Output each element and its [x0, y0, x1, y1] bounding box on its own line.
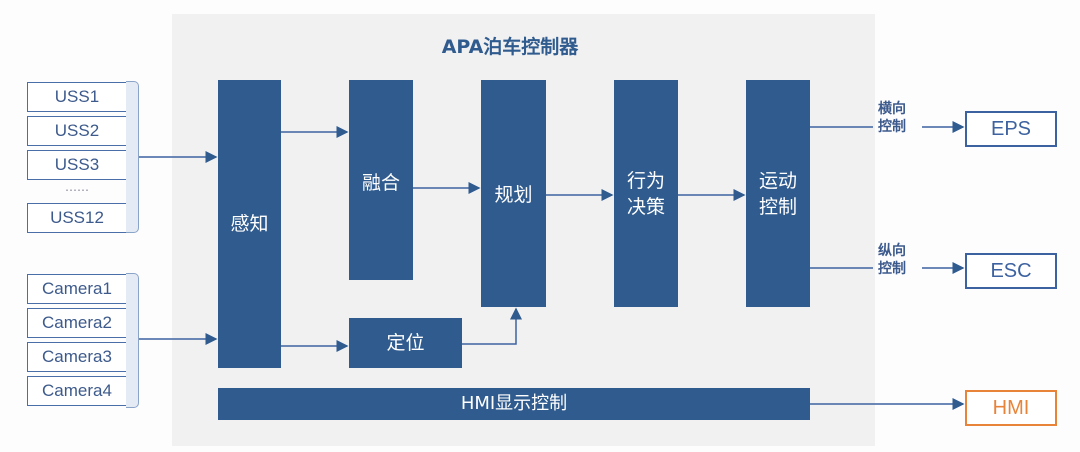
- label-lateral-control: 横向控制: [878, 101, 906, 135]
- input-camera3: Camera3: [27, 342, 127, 372]
- input-camera1: Camera1: [27, 274, 127, 304]
- block-localization: 定位: [349, 318, 462, 368]
- block-decision: 行为决策: [614, 80, 678, 307]
- label-longitudinal-control: 纵向控制: [878, 243, 906, 277]
- block-hmi-control: HMI显示控制: [218, 388, 810, 420]
- output-eps: EPS: [965, 111, 1057, 147]
- uss-ellipsis: ……: [65, 180, 89, 194]
- input-uss1: USS1: [27, 82, 127, 112]
- input-camera2: Camera2: [27, 308, 127, 338]
- block-fusion-label: 融合: [361, 172, 400, 194]
- block-planning-label: 规划: [494, 184, 533, 206]
- block-motion: 运动控制: [746, 80, 810, 307]
- input-uss2: USS2: [27, 116, 127, 146]
- block-perception: 感知: [218, 80, 281, 368]
- input-uss12: USS12: [27, 203, 127, 233]
- block-motion-label: 运动控制: [758, 170, 797, 218]
- block-decision-label: 行为决策: [626, 170, 665, 218]
- block-fusion: 融合: [349, 80, 413, 280]
- input-camera4: Camera4: [27, 376, 127, 406]
- arrow-localization-to-planning: [462, 307, 522, 345]
- diagram-title: APA泊车控制器: [441, 36, 579, 58]
- uss-bracket: [126, 81, 139, 233]
- block-planning: 规划: [481, 80, 546, 307]
- camera-bracket: [126, 273, 139, 408]
- output-esc: ESC: [965, 253, 1057, 289]
- input-uss3: USS3: [27, 150, 127, 180]
- output-hmi: HMI: [965, 390, 1057, 426]
